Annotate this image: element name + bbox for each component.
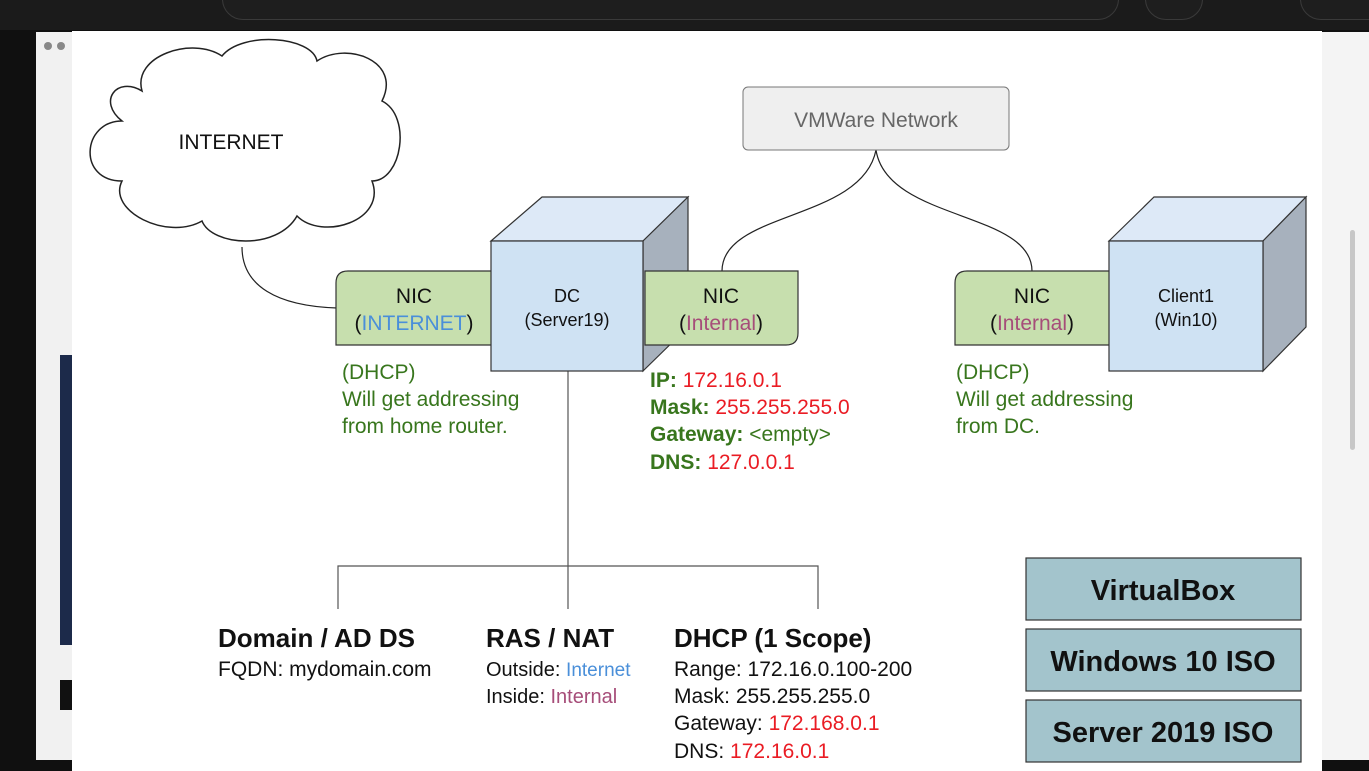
cloud-to-nic-line [241, 246, 338, 309]
dc-nic-external-network: (INTERNET) [355, 312, 474, 335]
svg-text:VirtualBox: VirtualBox [1091, 575, 1236, 607]
svg-text:Gateway: 172.168.0.1: Gateway: 172.168.0.1 [674, 712, 880, 735]
resource-server2019-iso: Server 2019 ISO [1025, 699, 1302, 763]
client-sublabel: (Win10) [1154, 310, 1217, 330]
client-label: Client1 [1158, 286, 1214, 306]
svg-text:Inside: Internal: Inside: Internal [486, 686, 617, 708]
svg-text:DNS: 127.0.0.1: DNS: 127.0.0.1 [650, 451, 795, 474]
dc-label: DC [554, 286, 580, 306]
svg-text:Outside: Internet: Outside: Internet [486, 659, 631, 681]
dc-nic-internal-label: NIC [703, 285, 739, 308]
network-diagram: INTERNET VMWare Network NIC (INTERNET) D… [89, 38, 1308, 763]
dc-cube-front [490, 240, 644, 372]
svg-text:IP: 172.16.0.1: IP: 172.16.0.1 [650, 369, 782, 392]
background-window-right [1322, 32, 1369, 760]
browser-button[interactable] [1145, 0, 1203, 20]
vmware-network-box [742, 86, 1010, 151]
vmware-to-dc-line [721, 149, 877, 272]
svg-text:DHCP (1 Scope): DHCP (1 Scope) [674, 623, 871, 653]
cloud-label: INTERNET [179, 131, 284, 154]
background-panel [60, 355, 72, 645]
client-nic [954, 270, 1111, 346]
dc-nic-internal-network: (Internal) [679, 312, 763, 335]
svg-text:RAS / NAT: RAS / NAT [486, 623, 614, 653]
svg-text:Range: 172.16.0.100-200: Range: 172.16.0.100-200 [674, 658, 912, 681]
window-control-icon[interactable] [44, 42, 52, 50]
client-nic-network: (Internal) [990, 312, 1074, 335]
client-dhcp-note: (DHCP) Will get addressing from DC. [956, 361, 1133, 438]
vmware-to-client-line [875, 149, 1033, 272]
vmware-network-label: VMWare Network [794, 109, 958, 132]
svg-text:FQDN: mydomain.com: FQDN: mydomain.com [218, 658, 432, 681]
svg-text:Gateway: <empty>: Gateway: <empty> [650, 423, 831, 446]
dc-dhcp-note: (DHCP) Will get addressing from home rou… [342, 361, 519, 438]
background-panel [60, 680, 72, 710]
svg-text:Will get addressing: Will get addressing [342, 388, 519, 411]
role-domain: Domain / AD DS FQDN: mydomain.com [218, 623, 432, 681]
dc-to-roles-line [337, 371, 819, 609]
svg-text:Windows 10 ISO: Windows 10 ISO [1050, 646, 1275, 678]
svg-text:from DC.: from DC. [956, 415, 1040, 438]
client-nic-label: NIC [1014, 285, 1050, 308]
svg-text:(DHCP): (DHCP) [342, 361, 416, 384]
dc-ip-config: IP: 172.16.0.1 Mask: 255.255.255.0 Gatew… [650, 369, 850, 474]
dc-nic-external [335, 270, 493, 346]
role-ras-nat: RAS / NAT Outside: Internet Inside: Inte… [486, 623, 631, 708]
scrollbar[interactable] [1350, 230, 1355, 450]
svg-text:from home router.: from home router. [342, 415, 508, 438]
window-control-icon[interactable] [57, 42, 65, 50]
svg-text:DNS: 172.16.0.1: DNS: 172.16.0.1 [674, 740, 829, 763]
role-dhcp: DHCP (1 Scope) Range: 172.16.0.100-200 M… [674, 623, 912, 763]
svg-text:Mask: 255.255.255.0: Mask: 255.255.255.0 [650, 396, 850, 419]
browser-top-bar [0, 0, 1369, 30]
diagram-slide: INTERNET VMWare Network NIC (INTERNET) D… [72, 31, 1322, 771]
client-cube-front [1108, 240, 1264, 372]
browser-button[interactable] [1300, 0, 1369, 20]
svg-text:(DHCP): (DHCP) [956, 361, 1030, 384]
dc-nic-internal [644, 270, 799, 346]
internet-cloud [89, 38, 401, 242]
resource-windows10-iso: Windows 10 ISO [1025, 628, 1302, 692]
dc-nic-external-label: NIC [396, 285, 432, 308]
svg-text:Server 2019 ISO: Server 2019 ISO [1053, 717, 1274, 749]
svg-text:Domain / AD DS: Domain / AD DS [218, 623, 415, 653]
svg-text:Will get addressing: Will get addressing [956, 388, 1133, 411]
svg-text:Mask: 255.255.255.0: Mask: 255.255.255.0 [674, 685, 870, 708]
address-bar[interactable] [222, 0, 1119, 20]
dc-sublabel: (Server19) [524, 310, 609, 330]
resource-virtualbox: VirtualBox [1025, 557, 1302, 621]
